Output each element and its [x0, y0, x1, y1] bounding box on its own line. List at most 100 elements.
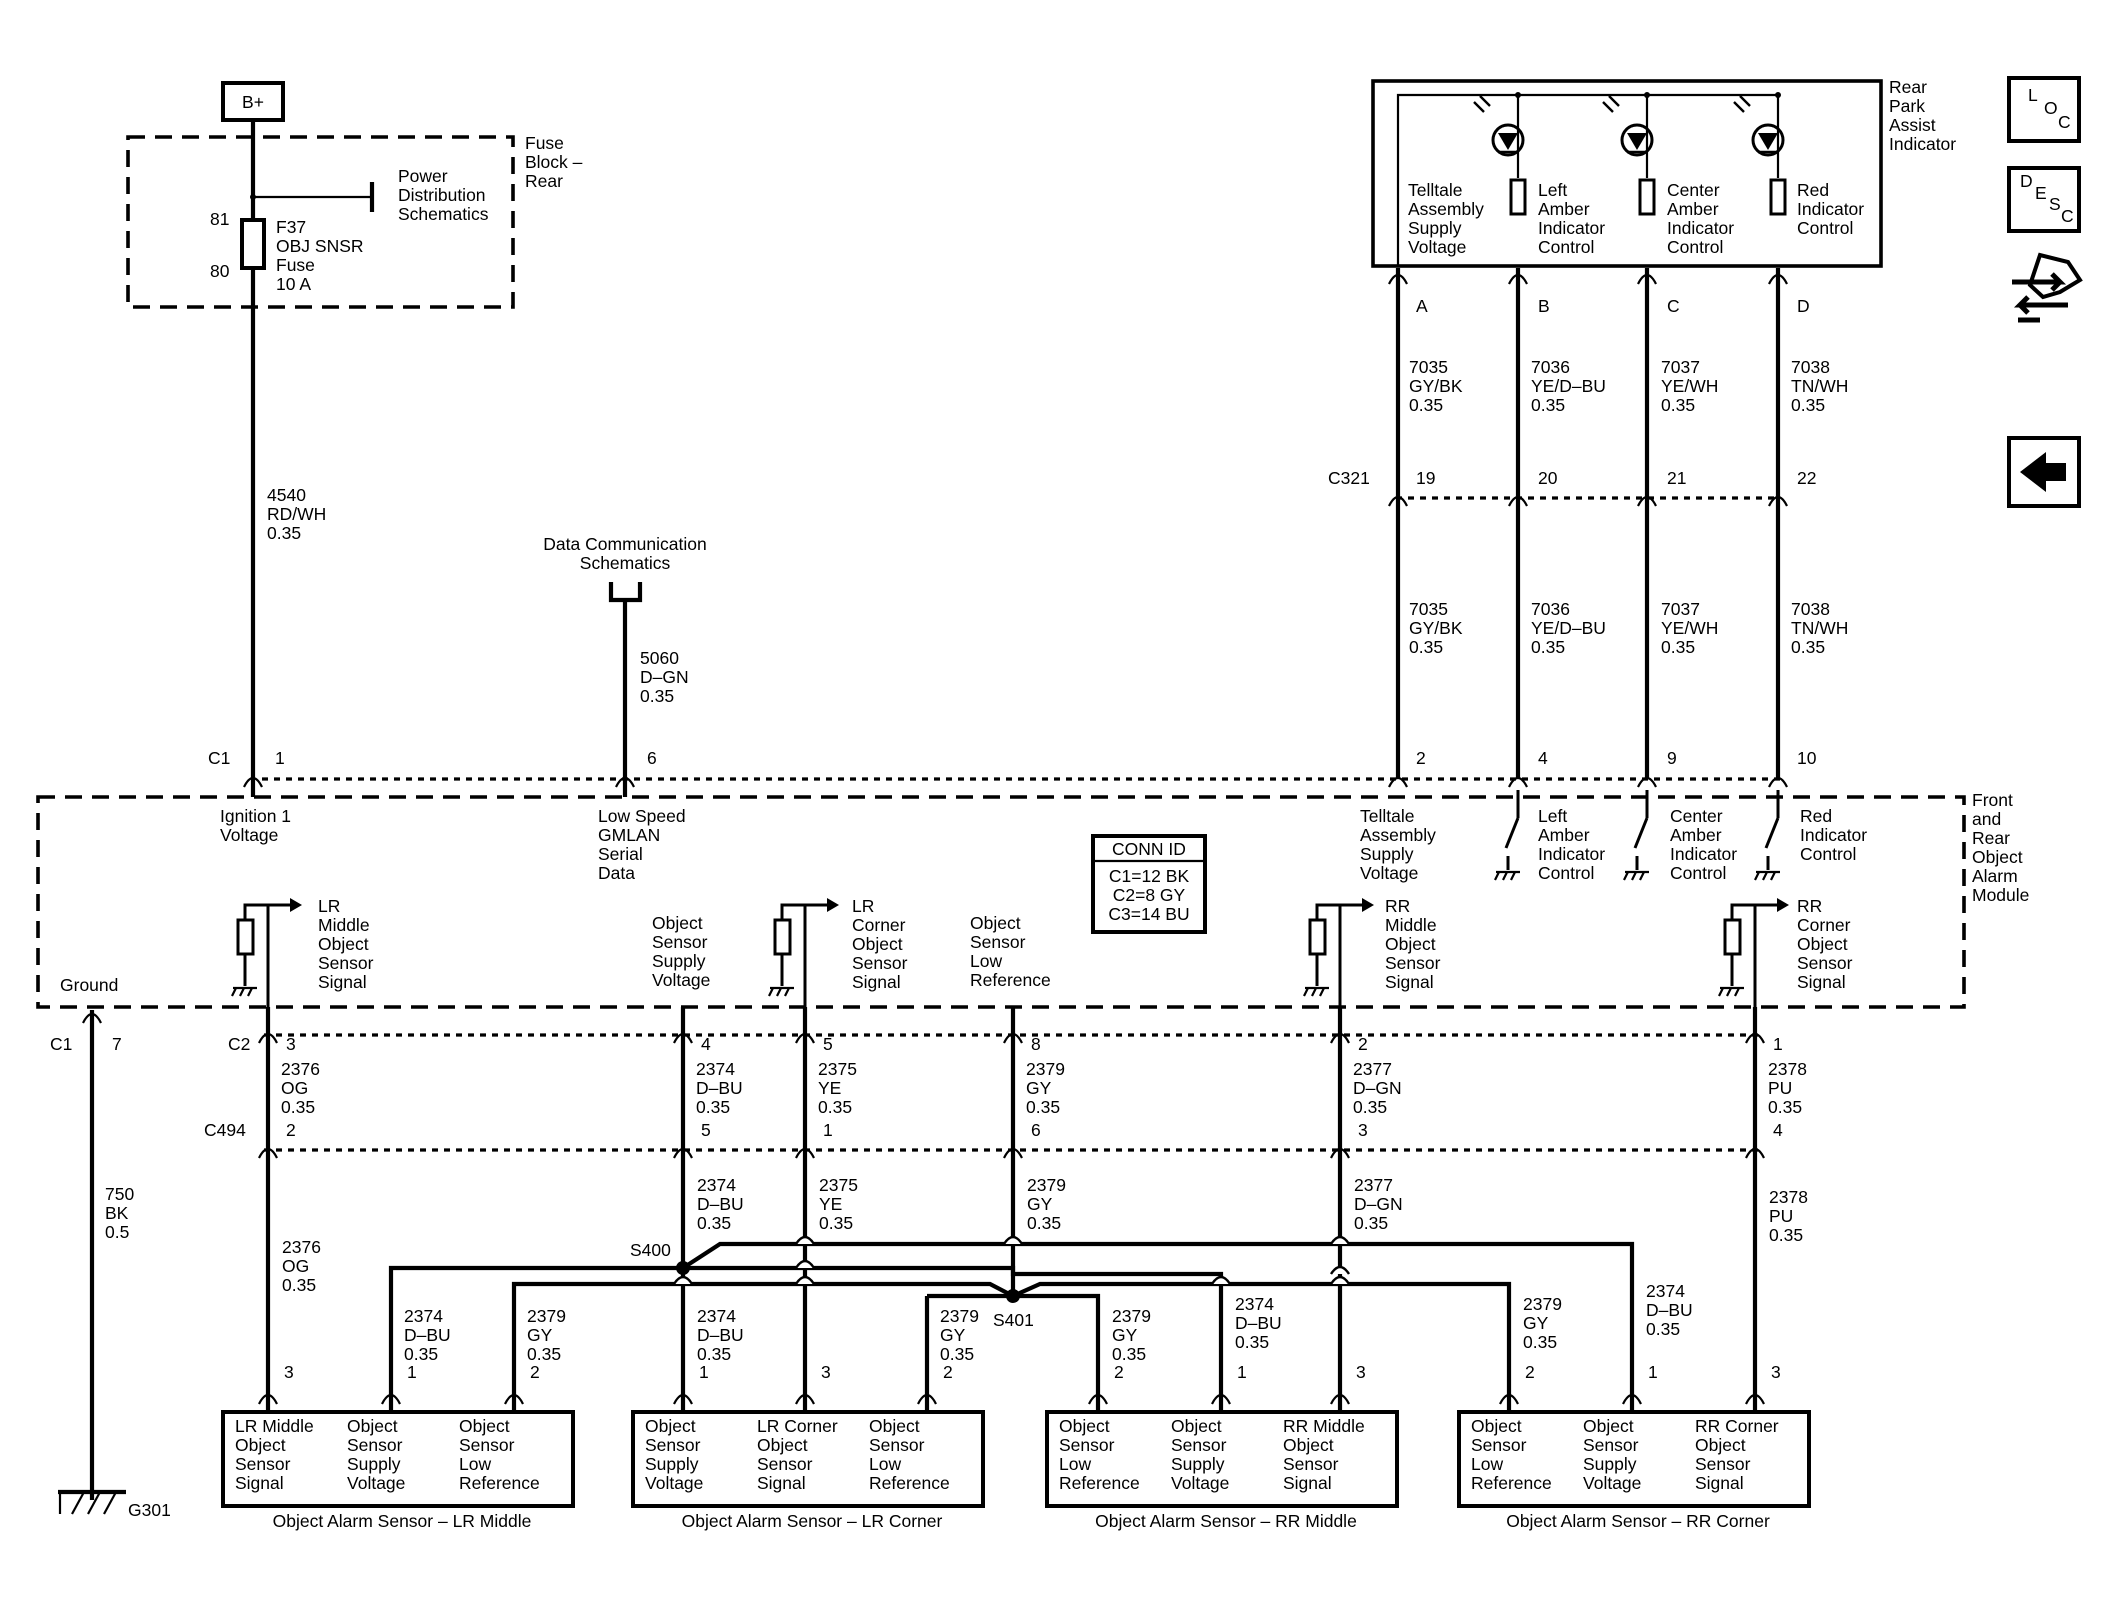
svg-text:Object: Object: [1171, 1416, 1222, 1436]
svg-text:GY: GY: [1026, 1078, 1052, 1098]
svg-text:GY: GY: [940, 1325, 966, 1345]
wire-crossover: [1210, 1275, 1232, 1285]
c494-pin-label: 2: [286, 1120, 296, 1140]
indicator-bus: [1396, 93, 1780, 266]
svg-text:Object: Object: [318, 934, 369, 954]
svg-text:Amber: Amber: [1538, 199, 1590, 219]
svg-text:2374: 2374: [1235, 1294, 1274, 1314]
svg-text:0.35: 0.35: [1523, 1332, 1557, 1352]
c2-pin-socket: [1745, 1032, 1765, 1044]
svg-text:4540: 4540: [267, 485, 306, 505]
splice-s400-label: S400: [630, 1240, 671, 1260]
svg-text:Indicator: Indicator: [1538, 844, 1605, 864]
svg-text:Signal: Signal: [1797, 972, 1846, 992]
svg-text:Voltage: Voltage: [1171, 1473, 1229, 1493]
data-comm-ref: Data Communication Schematics: [543, 534, 706, 573]
connector-view-icon[interactable]: [2012, 252, 2083, 323]
svg-text:0.35: 0.35: [281, 1097, 315, 1117]
indicator-title: Rear Park Assist Indicator: [1889, 77, 1956, 154]
svg-text:Sensor: Sensor: [318, 953, 374, 973]
wire-crossover: [794, 1235, 816, 1245]
svg-text:Corner: Corner: [1797, 915, 1851, 935]
wire-crossover: [1329, 1265, 1351, 1275]
svg-text:Sensor: Sensor: [347, 1435, 403, 1455]
svg-text:Middle: Middle: [318, 915, 370, 935]
svg-text:0.35: 0.35: [640, 686, 674, 706]
svg-text:D–BU: D–BU: [697, 1194, 744, 1214]
svg-text:Voltage: Voltage: [1583, 1473, 1641, 1493]
svg-text:Sensor: Sensor: [1797, 953, 1853, 973]
wire-crossover: [1329, 1235, 1351, 1245]
svg-text:0.35: 0.35: [1112, 1344, 1146, 1364]
switch-icon: [1623, 790, 1649, 881]
svg-text:Object: Object: [1797, 934, 1848, 954]
back-arrow-icon[interactable]: [2007, 436, 2081, 508]
svg-text:BK: BK: [105, 1203, 129, 1223]
svg-text:Schematics: Schematics: [398, 204, 489, 224]
svg-text:RR Middle: RR Middle: [1283, 1416, 1365, 1436]
svg-text:Telltale: Telltale: [1408, 180, 1462, 200]
c1-pin-socket: [1508, 776, 1528, 788]
c2-pin-socket: [1003, 1032, 1023, 1044]
svg-text:Sensor: Sensor: [757, 1454, 813, 1474]
svg-text:YE/D–BU: YE/D–BU: [1531, 618, 1606, 638]
svg-text:Object: Object: [1283, 1435, 1334, 1455]
svg-text:Indicator: Indicator: [1889, 134, 1956, 154]
module-center-amber-label: Center Amber Indicator Control: [1670, 806, 1737, 883]
c321-pin-22: 22: [1797, 468, 1816, 488]
loc-icon[interactable]: L O C: [2007, 76, 2081, 143]
sensor-title: Object Alarm Sensor – LR Middle: [273, 1511, 532, 1531]
svg-text:Sensor: Sensor: [1059, 1435, 1115, 1455]
svg-text:C2=8 GY: C2=8 GY: [1113, 885, 1186, 905]
pullup-rr-corner-icon: [1718, 898, 1789, 1020]
svg-text:0.35: 0.35: [1353, 1097, 1387, 1117]
svg-text:Reference: Reference: [970, 970, 1051, 990]
sensor-pin-label: 1: [699, 1362, 709, 1382]
svg-text:Supply: Supply: [652, 951, 706, 971]
svg-text:Object: Object: [645, 1416, 696, 1436]
sensor-title: Object Alarm Sensor – RR Corner: [1506, 1511, 1770, 1531]
svg-text:GY/BK: GY/BK: [1409, 618, 1463, 638]
desc-icon[interactable]: D E S C: [2007, 166, 2081, 233]
svg-text:S: S: [2049, 194, 2061, 214]
lowref-branch-rr-middle: [1013, 1293, 1101, 1396]
module-ground-label: Ground: [60, 975, 118, 995]
c321-pin-socket: [1637, 495, 1657, 507]
svg-text:YE/WH: YE/WH: [1661, 618, 1718, 638]
svg-text:Sensor: Sensor: [869, 1435, 925, 1455]
svg-text:Indicator: Indicator: [1800, 825, 1867, 845]
svg-text:D–GN: D–GN: [640, 667, 689, 687]
c494-pin-socket: [1003, 1147, 1023, 1159]
fuse-block-title: Fuse Block – Rear: [525, 133, 583, 191]
svg-text:Park: Park: [1889, 96, 1925, 116]
svg-text:LR: LR: [852, 896, 874, 916]
svg-text:0.35: 0.35: [1531, 637, 1565, 657]
svg-text:Ignition 1: Ignition 1: [220, 806, 291, 826]
conn-id-lines: C1=12 BK C2=8 GY C3=14 BU: [1108, 866, 1189, 924]
resistor-icon: [1769, 178, 1787, 216]
c494-pin-label: 3: [1358, 1120, 1368, 1140]
svg-text:Indicator: Indicator: [1670, 844, 1737, 864]
svg-text:YE: YE: [819, 1194, 842, 1214]
svg-text:7036: 7036: [1531, 599, 1570, 619]
svg-text:Center: Center: [1667, 180, 1720, 200]
c494-label: C494: [204, 1120, 246, 1140]
svg-text:0.35: 0.35: [1531, 395, 1565, 415]
c2-pin-label: 4: [701, 1034, 711, 1054]
svg-text:Left: Left: [1538, 180, 1567, 200]
lowref-branch-rr-corner: [1012, 1281, 1512, 1396]
module-lr-middle-label: LR Middle Object Sensor Signal: [318, 896, 374, 992]
sensor-pin-label: 1: [1648, 1362, 1658, 1382]
c494-pin-socket: [1745, 1147, 1765, 1159]
svg-text:and: and: [1972, 809, 2001, 829]
svg-text:Object: Object: [1471, 1416, 1522, 1436]
